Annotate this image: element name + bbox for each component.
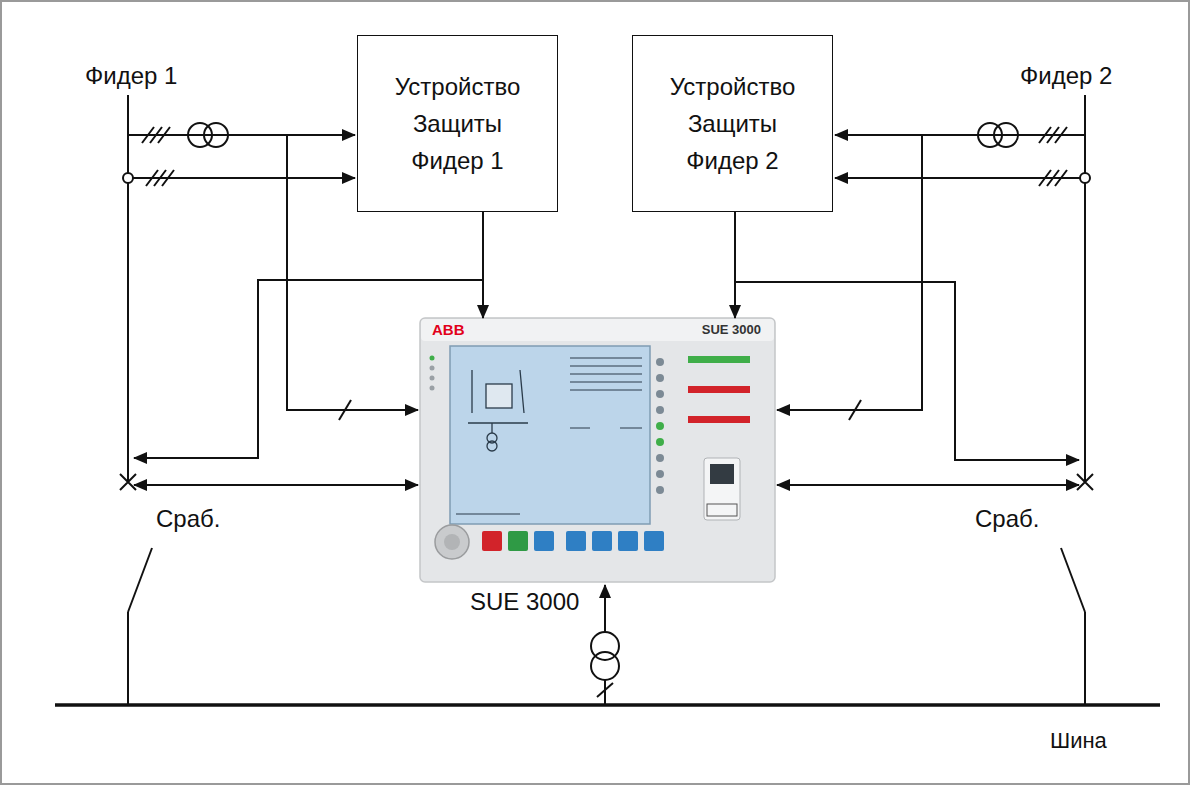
feeder-name: Фидер 2 bbox=[1020, 62, 1112, 90]
single-phase-slash bbox=[597, 683, 613, 697]
single-phase-slash bbox=[339, 400, 351, 420]
voltage-tap bbox=[123, 173, 133, 183]
device-model: SUE 3000 bbox=[702, 322, 761, 337]
control-wire bbox=[134, 484, 418, 486]
device-name: SUE 3000 bbox=[470, 588, 579, 616]
signal-arrow bbox=[734, 212, 736, 318]
trip-label: Сраб. bbox=[156, 505, 220, 533]
device-illustration bbox=[420, 318, 775, 582]
breaker-blade bbox=[1061, 548, 1085, 612]
three-phase-hatch bbox=[1039, 170, 1067, 186]
trip-label: Сраб. bbox=[975, 505, 1039, 533]
current-wire bbox=[128, 134, 355, 136]
feeder-name: Фидер 1 bbox=[85, 62, 177, 90]
signal-arrow bbox=[482, 212, 484, 318]
brand-logo: ABB bbox=[432, 321, 465, 338]
box-text: Устройство Защиты Фидер 2 bbox=[668, 68, 798, 180]
control-wire bbox=[777, 484, 1079, 486]
bus-name: Шина bbox=[1050, 728, 1107, 754]
single-phase-slash bbox=[849, 400, 861, 420]
current-transformer bbox=[994, 123, 1018, 147]
three-phase-hatch bbox=[146, 170, 174, 186]
protection-device-box: Устройство Защиты Фидер 1 bbox=[357, 35, 558, 212]
feeder-line bbox=[1084, 612, 1086, 705]
trip-wire bbox=[735, 282, 1079, 460]
feeder-line bbox=[127, 95, 129, 482]
breaker-cross bbox=[1077, 474, 1093, 490]
box-text: Устройство Защиты Фидер 1 bbox=[393, 68, 523, 180]
three-phase-hatch bbox=[142, 127, 170, 143]
breaker-blade bbox=[128, 548, 152, 612]
busbar bbox=[55, 703, 1160, 707]
controller-device: ABB SUE 3000 bbox=[420, 318, 775, 582]
protection-device-box: Устройство Защиты Фидер 2 bbox=[632, 35, 833, 212]
feeder-line bbox=[1084, 95, 1086, 482]
current-transformer bbox=[204, 123, 228, 147]
current-wire bbox=[835, 134, 1085, 136]
voltage-transformer bbox=[591, 632, 619, 660]
bus-voltage-wire bbox=[604, 585, 606, 632]
voltage-tap bbox=[1080, 173, 1090, 183]
breaker-cross bbox=[120, 474, 136, 490]
feeder-line bbox=[127, 612, 129, 705]
three-phase-hatch bbox=[1039, 127, 1067, 143]
bus-tap bbox=[604, 680, 606, 705]
